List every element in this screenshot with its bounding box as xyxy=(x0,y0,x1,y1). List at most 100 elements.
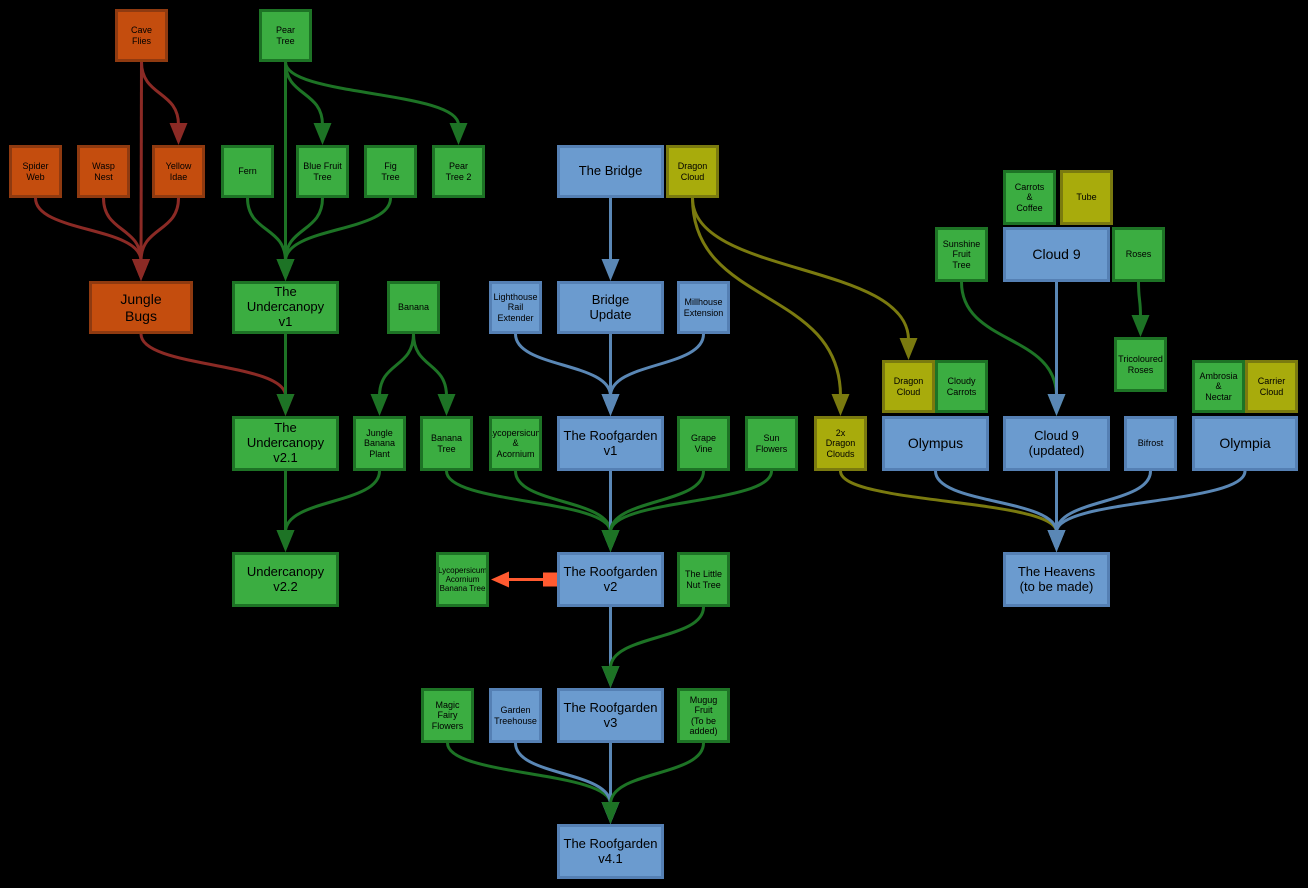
node-roofgarden-v3: The Roofgarden v3 xyxy=(557,688,664,743)
node-label: Magic Fairy Flowers xyxy=(431,699,464,731)
edge-lycopersicum_acornium-to-roofgarden_v2 xyxy=(514,470,620,552)
node-label: The Little Nut Tree xyxy=(684,569,723,590)
edge-dragon_cloud_top-to-two_dragon_clouds xyxy=(691,197,850,416)
edge-arrowhead xyxy=(831,394,850,416)
node-sun-flowers: Sun Flowers xyxy=(745,416,798,471)
node-spider-web: Spider Web xyxy=(9,145,62,198)
node-cloud9: Cloud 9 xyxy=(1003,227,1110,282)
edge-millhouse_ext-to-roofgarden_v1 xyxy=(601,333,705,416)
node-jungle-banana-plant: Jungle Banana Plant xyxy=(353,416,406,471)
node-little-nut-tree: The Little Nut Tree xyxy=(677,552,730,607)
node-label: Garden Treehouse xyxy=(494,705,537,726)
node-label: The Roofgarden v2 xyxy=(563,563,658,594)
node-millhouse-ext: Millhouse Extension xyxy=(677,281,730,334)
node-cave-flies: Cave Flies xyxy=(115,9,168,62)
node-fig-tree: Fig Tree xyxy=(364,145,417,198)
node-label: 2x Dragon Clouds xyxy=(825,427,856,459)
edge-arrowhead xyxy=(449,123,468,145)
edge-arrowhead xyxy=(1131,315,1150,337)
node-label: Banana Tree xyxy=(430,433,463,454)
node-label: The Roofgarden v1 xyxy=(563,427,658,458)
edge-arrowhead xyxy=(601,259,620,281)
node-label: Tricoloured Roses xyxy=(1118,354,1163,375)
edge-pear_tree-to-blue_fruit_tree xyxy=(284,61,332,145)
edge-banana-to-banana_tree xyxy=(412,333,456,416)
node-olympia: Olympia xyxy=(1192,416,1298,471)
node-label: Carrier Cloud xyxy=(1257,376,1286,397)
node-label: The Undercanopy v1 xyxy=(246,284,325,329)
node-undercanopy-v21: The Undercanopy v2.1 xyxy=(232,416,339,471)
node-lyco-acornium-banana: Lycopersicum Acornium Banana Tree xyxy=(436,552,489,607)
node-undercanopy-v22: Undercanopy v2.2 xyxy=(232,552,339,607)
node-roses: Roses xyxy=(1112,227,1165,282)
edge-arrowhead xyxy=(437,394,456,416)
edge-little_nut_tree-to-roofgarden_v3 xyxy=(601,606,705,688)
node-roofgarden-v2: The Roofgarden v2 xyxy=(557,552,664,607)
node-label: Carrots & Coffee xyxy=(1014,181,1045,213)
node-label: Lycopersicum & Acornium xyxy=(489,427,542,459)
edge-arrowhead xyxy=(491,571,509,588)
edge-arrowhead xyxy=(601,394,620,416)
node-roofgarden-v1: The Roofgarden v1 xyxy=(557,416,664,471)
edge-banana-to-jungle_banana_plant xyxy=(370,333,415,416)
edge-cloud9-to-cloud9_updated xyxy=(1047,281,1066,416)
edge-yellow_idae-to-jungle_bugs xyxy=(132,197,180,281)
node-sunshine-fruit-tree: Sunshine Fruit Tree xyxy=(935,227,988,282)
node-label: The Bridge xyxy=(578,163,643,179)
edge-cave_flies-to-yellow_idae xyxy=(140,61,188,145)
node-cloudy-carrots: Cloudy Carrots xyxy=(935,360,988,413)
edge-olympus-to-heavens xyxy=(934,470,1066,552)
edge-mugug_fruit-to-roofgarden_v41 xyxy=(601,742,705,824)
node-label: Sun Flowers xyxy=(755,433,788,454)
edge-arrowhead xyxy=(370,394,389,416)
node-olympus: Olympus xyxy=(882,416,989,471)
node-label: Undercanopy v2.2 xyxy=(246,563,325,594)
node-label: Jungle Banana Plant xyxy=(363,427,396,459)
node-lighthouse-rail: Lighthouse Rail Extender xyxy=(489,281,542,334)
edge-arrowhead xyxy=(276,530,295,552)
node-garden-treehouse: Garden Treehouse xyxy=(489,688,542,743)
edge-jungle_banana_plant-to-undercanopy_v22 xyxy=(276,470,381,552)
edge-dragon_cloud_top-to-dragon_cloud_mid xyxy=(691,197,918,360)
node-pear-tree-2: Pear Tree 2 xyxy=(432,145,485,198)
edge-grape_vine-to-roofgarden_v2 xyxy=(601,470,705,552)
edge-arrowhead xyxy=(1047,530,1066,552)
node-lycopersicum-acornium: Lycopersicum & Acornium xyxy=(489,416,542,471)
node-label: Jungle Bugs xyxy=(120,291,162,324)
edge-tail-square xyxy=(543,572,557,587)
node-label: Fern xyxy=(238,166,257,177)
node-undercanopy-v1: The Undercanopy v1 xyxy=(232,281,339,334)
edge-arrowhead xyxy=(601,530,620,552)
node-magic-fairy-flowers: Magic Fairy Flowers xyxy=(421,688,474,743)
edge-roses-to-tricoloured_roses xyxy=(1131,281,1150,337)
edge-undercanopy_v1-to-undercanopy_v21 xyxy=(276,333,295,416)
node-label: Grape Vine xyxy=(690,433,716,454)
node-label: Fig Tree xyxy=(381,161,400,182)
node-bridge-update: Bridge Update xyxy=(557,281,664,334)
node-label: Dragon Cloud xyxy=(677,161,708,182)
node-bifrost: Bifrost xyxy=(1124,416,1177,471)
edge-arrowhead xyxy=(899,338,918,360)
node-roofgarden-v41: The Roofgarden v4.1 xyxy=(557,824,664,879)
edge-arrowhead xyxy=(601,802,620,824)
node-label: Ambrosia & Nectar xyxy=(1199,370,1238,402)
node-label: Pear Tree 2 xyxy=(445,161,472,182)
node-banana-tree: Banana Tree xyxy=(420,416,473,471)
node-label: The Heavens (to be made) xyxy=(1017,563,1096,594)
node-tricoloured-roses: Tricoloured Roses xyxy=(1114,337,1167,392)
node-cloud9-updated: Cloud 9 (updated) xyxy=(1003,416,1110,471)
node-the-bridge: The Bridge xyxy=(557,145,664,198)
node-blue-fruit-tree: Blue Fruit Tree xyxy=(296,145,349,198)
edge-arrowhead xyxy=(1047,394,1066,416)
edge-lighthouse_rail-to-roofgarden_v1 xyxy=(514,333,620,416)
edge-fig_tree-to-undercanopy_v1 xyxy=(276,197,392,281)
node-jungle-bugs: Jungle Bugs xyxy=(89,281,193,334)
node-label: Spider Web xyxy=(22,161,49,182)
node-label: Cloudy Carrots xyxy=(946,376,977,397)
node-dragon-cloud-top: Dragon Cloud xyxy=(666,145,719,198)
edge-arrowhead xyxy=(276,259,295,281)
node-label: Cave Flies xyxy=(130,25,152,46)
node-heavens: The Heavens (to be made) xyxy=(1003,552,1110,607)
node-label: Blue Fruit Tree xyxy=(303,161,342,182)
